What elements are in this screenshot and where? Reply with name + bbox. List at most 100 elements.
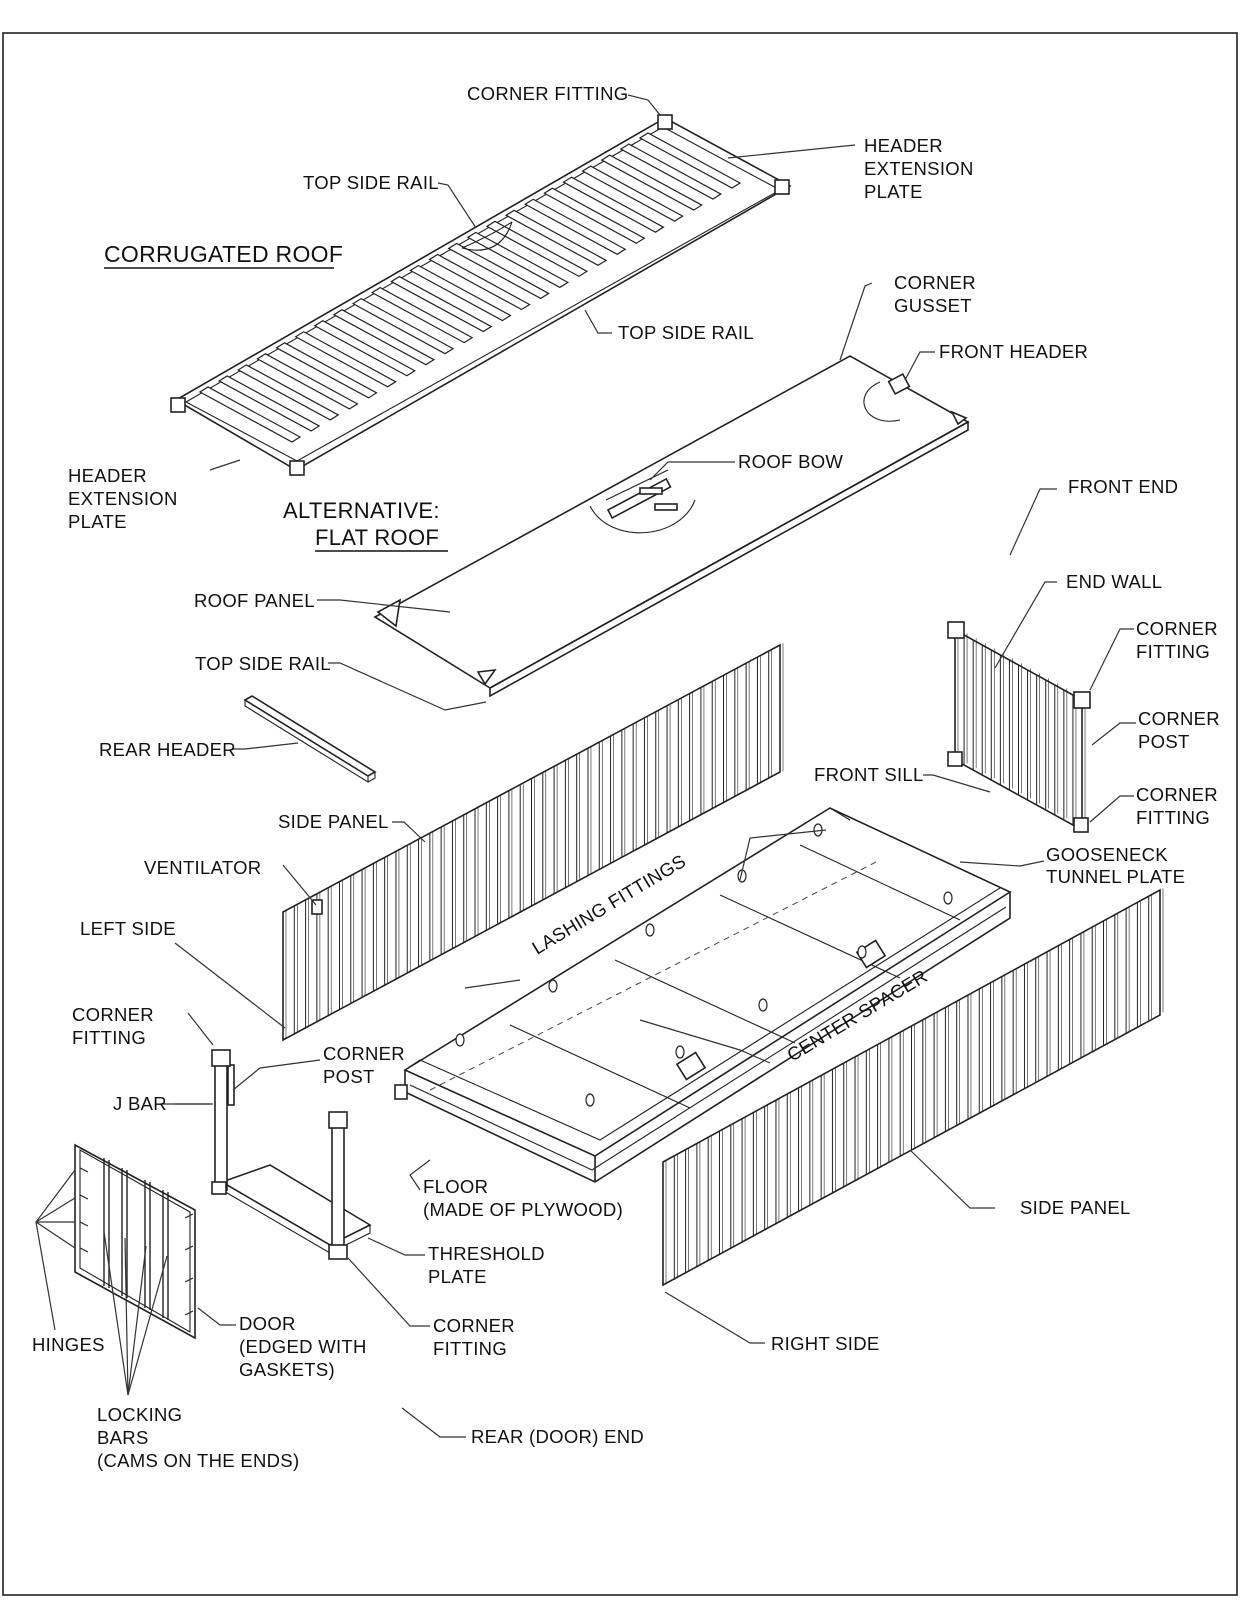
label-rear-door-end: REAR (DOOR) END	[471, 1426, 644, 1447]
right-panel-ribs	[662, 888, 1164, 1286]
label-corner-fitting-top: CORNER FITTING	[467, 83, 628, 104]
label-front-sill: FRONT SILL	[814, 764, 924, 785]
label-line: (MADE OF PLYWOOD)	[423, 1199, 623, 1220]
floor-assembly-drawing	[394, 807, 1012, 1183]
roof-corrugation	[351, 297, 455, 355]
label-roof-panel: ROOF PANEL	[194, 590, 315, 611]
roof-corrugation	[409, 264, 512, 322]
label-front-header: FRONT HEADER	[939, 341, 1088, 362]
roof-corrugation	[332, 309, 436, 366]
right-side-panel-drawing	[662, 888, 1164, 1287]
lashing-fitting-rings	[455, 823, 953, 1107]
label-line: GOOSENECK	[1046, 844, 1168, 865]
roof-corrugation	[562, 176, 665, 233]
label-line: DOOR	[239, 1313, 296, 1334]
label-line: CORNER	[433, 1315, 515, 1336]
roof-corrugation	[504, 209, 608, 266]
roof-corrugation	[217, 375, 321, 432]
roof-corrugation	[638, 132, 742, 189]
roof-corrugation	[485, 220, 589, 278]
label-rear-header: REAR HEADER	[99, 739, 236, 760]
label-front-end: FRONT END	[1068, 476, 1178, 497]
label-line: BARS	[97, 1427, 149, 1448]
label-line: FITTING	[72, 1027, 146, 1048]
label-line: GASKETS)	[239, 1359, 335, 1380]
roof-corrugation	[428, 253, 531, 311]
label-top-side-rail-3: TOP SIDE RAIL	[195, 653, 331, 674]
title-corrugated-roof: CORRUGATED ROOF	[104, 241, 343, 267]
label-line: LOCKING	[97, 1404, 182, 1425]
label-left-side: LEFT SIDE	[80, 918, 176, 939]
label-line: PLATE	[864, 181, 923, 202]
label-line: (EDGED WITH	[239, 1336, 367, 1357]
roof-corrugation	[390, 275, 493, 333]
leader-lines	[35, 94, 1136, 1438]
label-line: EXTENSION	[68, 488, 178, 509]
label-line: PLATE	[428, 1266, 487, 1287]
label-line: GUSSET	[894, 295, 972, 316]
title-alternative: ALTERNATIVE:	[283, 498, 440, 523]
label-top-side-rail-2: TOP SIDE RAIL	[618, 322, 754, 343]
label-line: CORNER	[72, 1004, 154, 1025]
label-line: CORNER	[1136, 784, 1218, 805]
roof-corrugation	[294, 331, 397, 388]
label-line: FITTING	[1136, 641, 1210, 662]
lashing-ring	[675, 1045, 685, 1059]
end-wall-ribs	[954, 628, 1086, 830]
lashing-ring	[943, 891, 953, 905]
roof-corrugation	[466, 231, 570, 289]
label-line: POST	[323, 1066, 375, 1087]
label-line: FITTING	[1136, 807, 1210, 828]
rear-frame-drawing	[211, 1049, 372, 1260]
label-line: CORNER	[1138, 708, 1220, 729]
label-right-side: RIGHT SIDE	[771, 1333, 880, 1354]
roof-corrugation	[370, 286, 474, 344]
lashing-ring	[758, 998, 768, 1012]
rear-header-drawing	[243, 695, 377, 783]
label-hinges: HINGES	[32, 1334, 105, 1355]
title-flat-roof: FLAT ROOF	[315, 525, 439, 550]
flat-roof-drawing	[373, 355, 970, 698]
roof-corrugation	[543, 187, 646, 244]
roof-corrugation	[198, 386, 302, 443]
corrugated-roof-drawing	[170, 114, 792, 476]
roof-corrugation	[237, 364, 340, 421]
roof-corrugation	[275, 342, 378, 399]
label-end-wall: END WALL	[1066, 571, 1162, 592]
label-line: HEADER	[864, 135, 943, 156]
lashing-ring	[645, 923, 655, 937]
label-line: CORNER	[1136, 618, 1218, 639]
roof-corrugation	[313, 320, 416, 377]
door-drawing	[74, 1143, 196, 1340]
roof-corrugation	[524, 198, 627, 255]
roof-corrugation	[447, 242, 550, 300]
label-ventilator: VENTILATOR	[144, 857, 261, 878]
end-wall-drawing	[947, 621, 1091, 833]
label-floor: FLOOR(MADE OF PLYWOOD)	[423, 1176, 623, 1220]
label-line: TUNNEL PLATE	[1046, 866, 1185, 887]
roof-corrugation	[581, 165, 684, 222]
label-line: CORNER	[323, 1043, 405, 1064]
label-line: FLOOR	[423, 1176, 488, 1197]
label-line: HEADER	[68, 465, 147, 486]
label-line: POST	[1138, 731, 1190, 752]
roof-corrugation	[600, 154, 703, 211]
roof-corrugations	[198, 132, 742, 443]
label-side-panel-right: SIDE PANEL	[1020, 1197, 1131, 1218]
left-panel-ribs	[282, 643, 784, 1040]
label-top-side-rail-1: TOP SIDE RAIL	[303, 172, 439, 193]
label-line: THRESHOLD	[428, 1243, 545, 1264]
page-border	[2, 32, 1238, 1596]
label-roof-bow: ROOF BOW	[738, 451, 843, 472]
lashing-ring	[548, 979, 558, 993]
